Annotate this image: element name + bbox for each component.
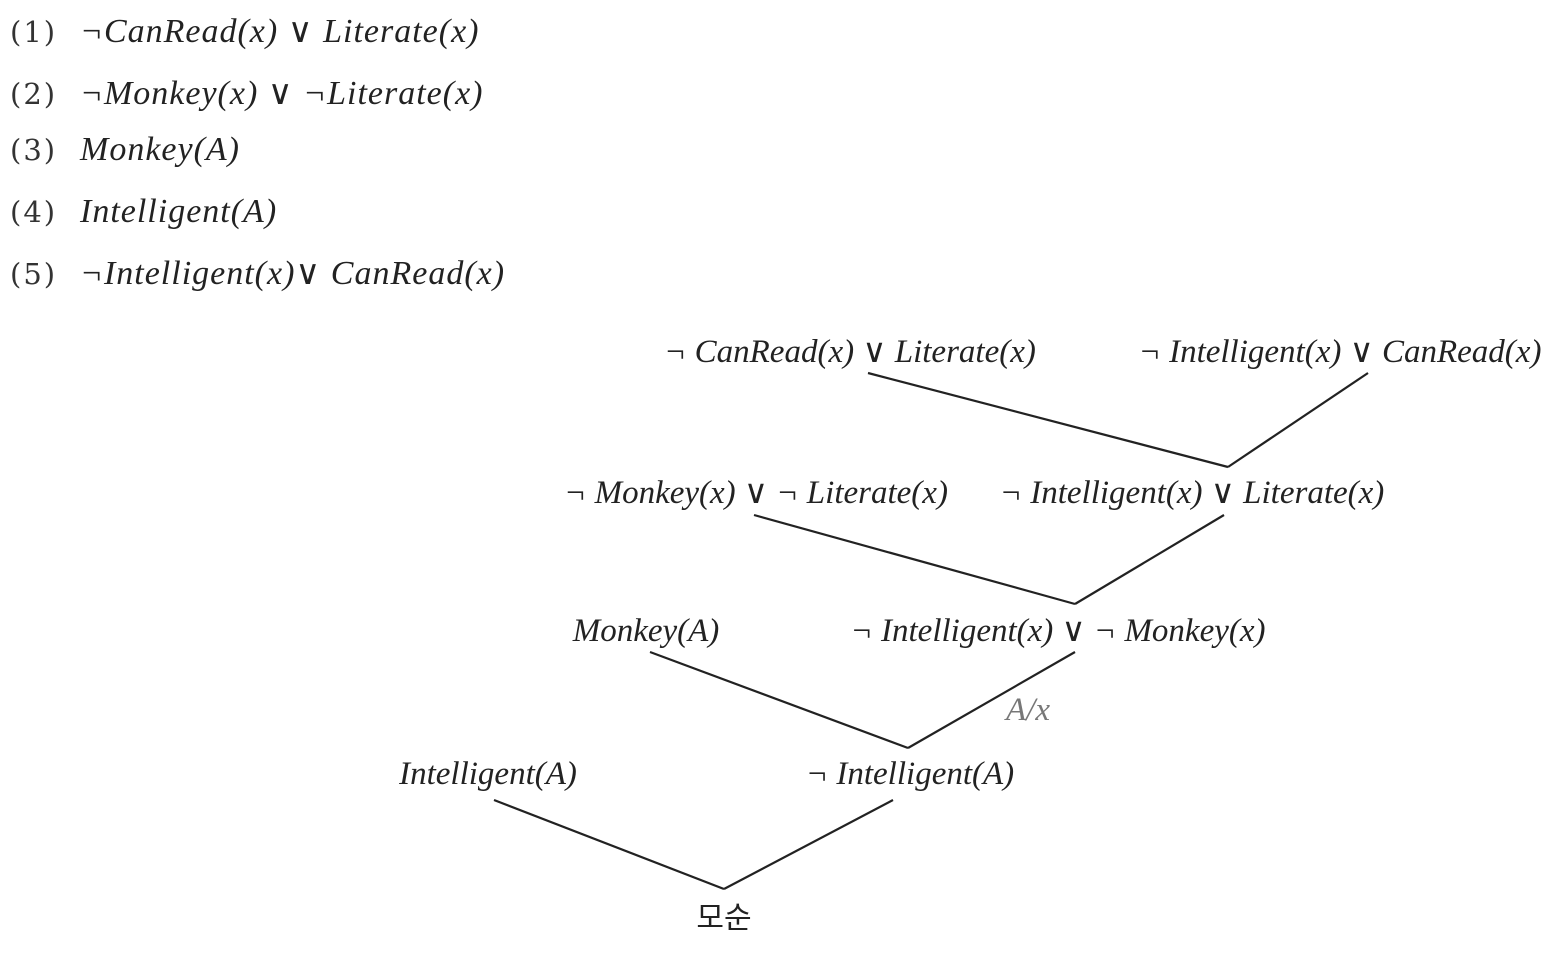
tree-edge: [753, 513, 1076, 606]
tree-node-monkey-literate: ¬ Monkey(x) ∨ ¬ Literate(x): [564, 475, 948, 511]
tree-edge: [493, 798, 725, 891]
tree-edge: [907, 651, 1076, 749]
clause-number: (5): [10, 257, 58, 291]
clause-number: (3): [10, 133, 58, 167]
tree-node-intelligent-literate: ¬ Intelligent(x) ∨ Literate(x): [1000, 475, 1385, 511]
tree-node-monkey-a: Monkey(A): [572, 613, 720, 649]
tree-node-intelligent-canread: ¬ Intelligent(x) ∨ CanRead(x): [1139, 334, 1542, 370]
tree-edge: [723, 799, 894, 890]
tree-edge: [649, 650, 909, 750]
clause-number: (4): [10, 195, 58, 229]
clause-expression: ¬Intelligent(x)∨ CanRead(x): [80, 255, 506, 292]
tree-edge: [867, 371, 1229, 469]
clause-2: (2) ¬Monkey(x) ∨ ¬Literate(x): [10, 72, 484, 116]
clause-list: (1) ¬CanRead(x) ∨ Literate(x) (2) ¬Monkey(…: [0, 0, 700, 300]
clause-4: (4) Intelligent(A): [10, 190, 277, 234]
clause-expression: ¬CanRead(x) ∨ Literate(x): [80, 13, 480, 50]
substitution-label: A/x: [1004, 692, 1050, 728]
clause-number: (2): [10, 77, 58, 111]
clause-expression: Intelligent(A): [80, 193, 278, 230]
clause-1: (1) ¬CanRead(x) ∨ Literate(x): [10, 10, 480, 54]
clause-3: (3) Monkey(A): [10, 128, 240, 172]
clause-expression: Monkey(A): [80, 131, 241, 168]
tree-node-intelligent-monkey: ¬ Intelligent(x) ∨ ¬ Monkey(x): [851, 613, 1266, 649]
tree-node-not-intelligent-a: ¬ Intelligent(A): [806, 756, 1014, 792]
tree-edge: [1074, 514, 1225, 605]
tree-node-canread-literate: ¬ CanRead(x) ∨ Literate(x): [664, 334, 1036, 370]
clause-number: (1): [10, 15, 58, 49]
clause-5: (5) ¬Intelligent(x)∨ CanRead(x): [10, 252, 505, 296]
contradiction-result: 모순: [696, 901, 751, 936]
tree-edge: [1227, 372, 1369, 468]
clause-expression: ¬Monkey(x) ∨ ¬Literate(x): [80, 75, 484, 112]
tree-node-intelligent-a: Intelligent(A): [398, 756, 577, 792]
